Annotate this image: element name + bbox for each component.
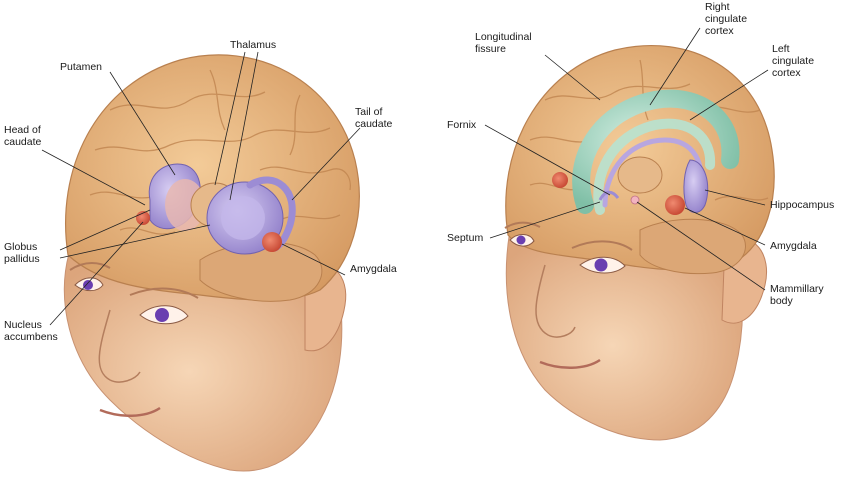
label-longitudinal-fissure: Longitudinal fissure (475, 31, 535, 55)
right-amygdala (665, 195, 685, 215)
label-septum: Septum (447, 232, 483, 244)
label-amygdala-left: Amygdala (350, 263, 397, 275)
label-left-cingulate-cortex: Left cingulate cortex (772, 43, 817, 79)
label-hippocampus: Hippocampus (770, 199, 834, 211)
label-nucleus-accumbens: Nucleus accumbens (4, 319, 58, 343)
left-nose (98, 309, 141, 383)
left-mouth (99, 406, 161, 417)
label-thalamus: Thalamus (230, 39, 276, 51)
left-amygdala (262, 232, 282, 252)
label-mammillary-body: Mammillary body (770, 283, 827, 307)
right-nose (535, 264, 576, 338)
left-head-illustration (63, 54, 360, 472)
label-right-cingulate-cortex: Right cingulate cortex (705, 1, 750, 37)
left-brain-gyri (89, 69, 351, 235)
right-face (505, 229, 743, 441)
right-mouth (539, 358, 601, 369)
label-putamen: Putamen (60, 61, 102, 73)
left-cingulate-cortex (593, 118, 716, 215)
label-fornix: Fornix (447, 119, 477, 131)
label-amygdala-right: Amygdala (770, 240, 817, 252)
right-thalamus (617, 156, 663, 194)
left-labels: Putamen Thalamus Head of caudate Tail of… (4, 39, 397, 343)
label-globus-pallidus: Globus pallidus (4, 241, 40, 265)
right-head-illustration (504, 45, 775, 441)
left-leader-lines (41, 51, 361, 326)
right-labels: Longitudinal fissure Right cingulate cor… (447, 1, 834, 307)
septum (598, 190, 620, 201)
right-cerebellum (639, 218, 746, 275)
right-leader-lines (484, 27, 769, 291)
label-tail-of-caudate: Tail of caudate (355, 106, 393, 130)
label-head-of-caudate: Head of caudate (4, 124, 44, 148)
right-cingulate-cortex (572, 89, 740, 214)
